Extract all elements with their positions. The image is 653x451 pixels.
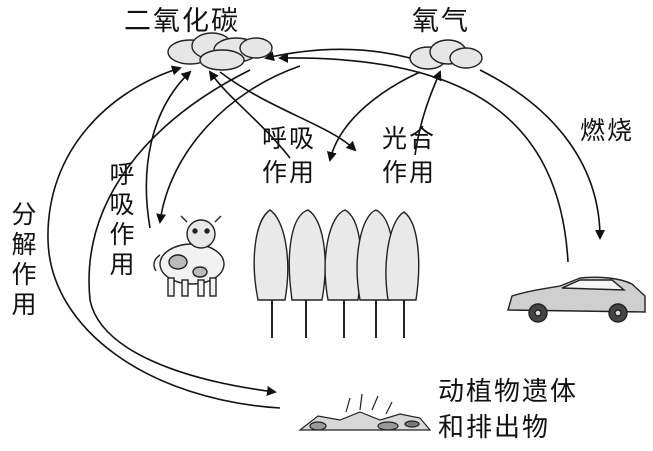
cow-icon (154, 216, 224, 296)
car-icon (508, 277, 645, 322)
arrow-o2-to-co2 (266, 49, 410, 58)
remains-line1: 动植物遗体 (438, 374, 578, 410)
o2-label: 氧气 (412, 8, 470, 35)
arrow-o2-to-car (480, 70, 600, 238)
respiration-animal-label: 呼吸作用 (108, 160, 136, 280)
respiration-trees-label: 呼吸 作用 (262, 122, 316, 190)
decomposition-label: 分解作用 (10, 200, 38, 320)
remains-line2: 和排出物 (438, 410, 578, 446)
co2-label: 二氧化碳 (124, 8, 240, 35)
combustion-label: 燃烧 (580, 118, 634, 143)
photosynthesis-line2: 作用 (382, 156, 436, 190)
trees-icon (254, 210, 418, 338)
respiration-trees-line2: 作用 (262, 156, 316, 190)
remains-label: 动植物遗体 和排出物 (438, 374, 578, 446)
remains-debris-icon (300, 394, 430, 430)
arrow-remains-to-co2 (48, 68, 280, 408)
arrow-cow-to-co2 (146, 72, 190, 228)
photosynthesis-line1: 光合 (382, 122, 436, 156)
co2-cloud-icon (168, 33, 272, 70)
o2-cloud-icon (410, 40, 482, 69)
respiration-trees-line1: 呼吸 (262, 122, 316, 156)
photosynthesis-label: 光合 作用 (382, 122, 436, 190)
